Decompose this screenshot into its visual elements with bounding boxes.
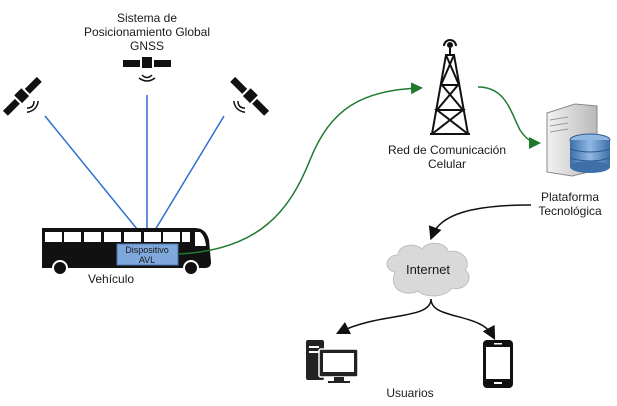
- vehicle-to-cell-link: [178, 82, 423, 255]
- gnss-title: Sistema de Posicionamiento Global GNSS: [84, 11, 210, 53]
- server-database-icon: [546, 103, 611, 177]
- gnss-title-line3: GNSS: [130, 39, 164, 53]
- internet-to-phone-link: [430, 298, 496, 340]
- satellite-link-right: [148, 115, 225, 241]
- desktop-computer-icon: [306, 340, 359, 383]
- internet-label: Internet: [406, 262, 450, 277]
- cell-tower-icon: [430, 39, 470, 135]
- internet-to-computer-link: [335, 298, 432, 335]
- gnss-title-line1: Sistema de: [117, 11, 177, 25]
- avl-device-label-line1: Dispositivo: [125, 245, 169, 255]
- avl-device: Dispositivo AVL: [116, 243, 179, 266]
- platform-label-line1: Plataforma: [541, 190, 599, 204]
- cell-network-label-line1: Red de Comunicación: [388, 143, 506, 157]
- gnss-title-line2: Posicionamiento Global: [84, 25, 210, 39]
- smartphone-icon: [483, 340, 513, 388]
- satellite-links: [44, 95, 225, 243]
- satellite-link-left: [44, 115, 147, 241]
- satellite-icon-right: [230, 76, 270, 116]
- satellite-icon-left: [2, 76, 42, 116]
- internet-cloud-icon: [386, 242, 470, 297]
- platform-to-internet-link: [428, 204, 532, 241]
- users-label: Usuarios: [386, 386, 433, 400]
- avl-device-label-line2: AVL: [139, 255, 155, 265]
- cell-network-label-line2: Celular: [428, 157, 466, 171]
- platform-label-line2: Tecnológica: [538, 204, 602, 218]
- cell-to-platform-link: [477, 86, 541, 149]
- vehicle-label: Vehículo: [88, 272, 134, 286]
- satellite-icon-top: [123, 57, 171, 82]
